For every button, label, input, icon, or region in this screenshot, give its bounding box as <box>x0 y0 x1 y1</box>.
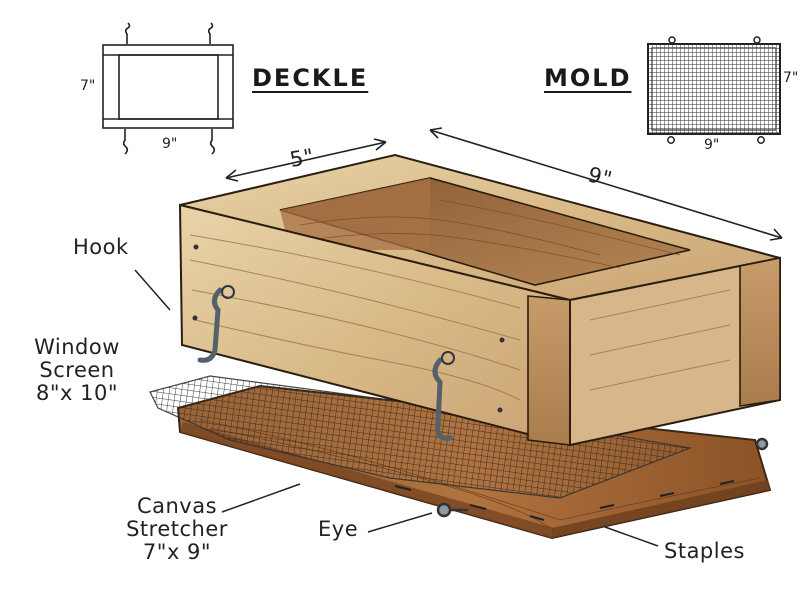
mold-width-label: 9" <box>704 137 720 153</box>
box-width-label: 5" <box>288 144 316 172</box>
eye-label: Eye <box>318 517 359 541</box>
deckle-height-label: 7" <box>80 78 96 94</box>
hook-label: Hook <box>73 235 129 259</box>
wooden-box-drawing <box>178 153 781 447</box>
leader-lines <box>134 269 659 547</box>
window-screen-line1: Window <box>34 335 120 359</box>
canvas-stretcher-line2: Stretcher <box>126 517 228 541</box>
window-screen-line3: 8"x 10" <box>35 381 118 405</box>
mold-title: MOLD <box>544 64 632 92</box>
window-screen-drawing <box>149 375 693 499</box>
deckle-width-label: 9" <box>162 136 178 152</box>
window-screen-label: Window Screen 8"x 10" <box>22 336 132 405</box>
canvas-stretcher-line1: Canvas <box>136 494 218 518</box>
deckle-drawing <box>102 22 234 155</box>
staples-label: Staples <box>664 539 745 563</box>
canvas-stretcher-label: Canvas Stretcher 7"x 9" <box>118 495 236 564</box>
window-screen-line2: Screen <box>39 358 115 382</box>
canvas-stretcher-line3: 7"x 9" <box>142 540 212 564</box>
mold-height-label: 7" <box>783 70 799 86</box>
deckle-title: DECKLE <box>252 64 369 92</box>
dimension-arrows <box>225 127 783 241</box>
mold-drawing <box>647 36 781 144</box>
